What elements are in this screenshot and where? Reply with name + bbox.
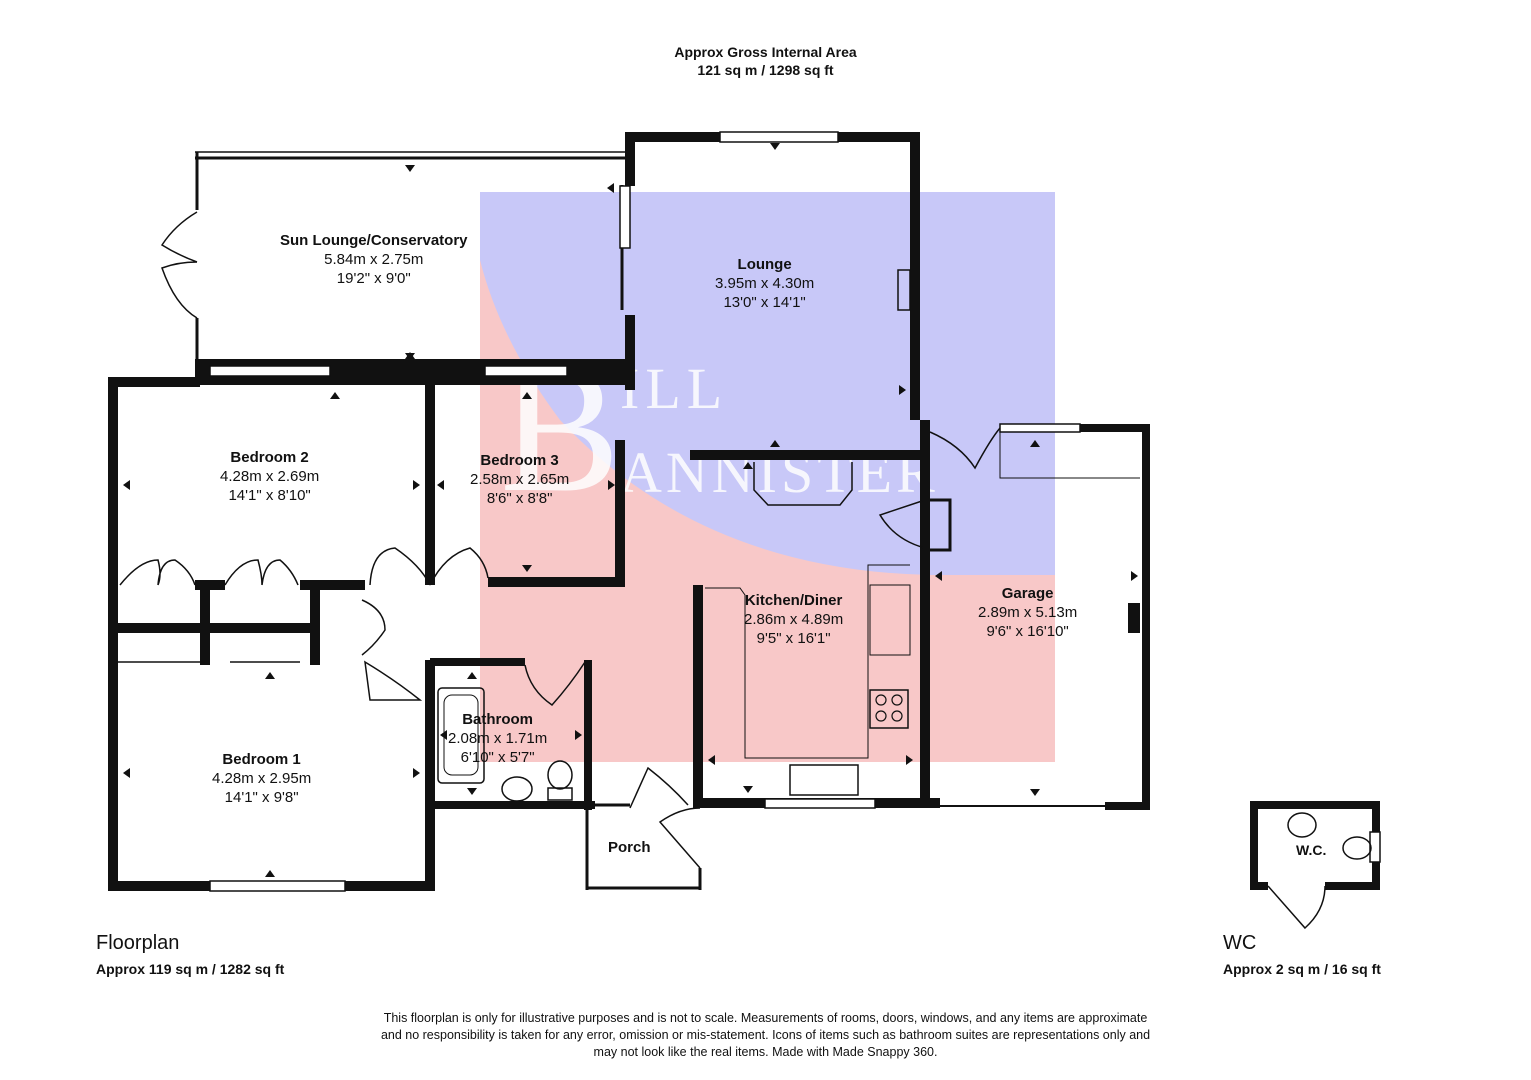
watermark-text-ill: ILL bbox=[620, 356, 728, 421]
room-name: Porch bbox=[608, 839, 651, 856]
porch-outer-door bbox=[658, 807, 701, 869]
dimension-markers bbox=[123, 143, 1138, 877]
room-label-bedroom3: Bedroom 3 2.58m x 2.65m 8'6" x 8'8" bbox=[470, 451, 569, 508]
floorplan-area: Approx 119 sq m / 1282 sq ft bbox=[96, 961, 285, 977]
lounge-side-window bbox=[619, 185, 631, 249]
room-imperial: 9'6" x 16'10" bbox=[986, 623, 1069, 640]
room-name: Sun Lounge/Conservatory bbox=[280, 232, 468, 249]
watermark-text-annister: ANNISTER bbox=[620, 440, 939, 505]
bedroom1-door bbox=[364, 660, 423, 701]
room-label-bedroom1: Bedroom 1 4.28m x 2.95m 14'1" x 9'8" bbox=[212, 750, 311, 807]
kitchen-window bbox=[764, 798, 876, 809]
room-label-garage: Garage 2.89m x 5.13m 9'6" x 16'10" bbox=[978, 584, 1077, 641]
garage-window bbox=[999, 423, 1081, 433]
walls bbox=[108, 131, 1381, 930]
gross-area-title: Approx Gross Internal Area bbox=[674, 44, 857, 60]
room-label-bedroom2: Bedroom 2 4.28m x 2.69m 14'1" x 8'10" bbox=[220, 448, 319, 505]
room-metric: 4.28m x 2.95m bbox=[212, 770, 312, 787]
porch-inner-door bbox=[629, 766, 689, 809]
bathtub bbox=[437, 687, 485, 784]
room-imperial: 19'2" x 9'0" bbox=[336, 270, 411, 287]
disclaimer: This floorplan is only for illustrative … bbox=[300, 1010, 1231, 1061]
disclaimer-line-1: This floorplan is only for illustrative … bbox=[383, 1011, 1148, 1025]
fridge bbox=[869, 584, 911, 656]
wc-caption: WC Approx 2 sq m / 16 sq ft bbox=[1223, 932, 1381, 977]
room-imperial: 9'5" x 16'1" bbox=[756, 630, 831, 647]
bedroom2-window bbox=[209, 365, 331, 377]
porch-walls bbox=[585, 803, 702, 890]
room-label-lounge: Lounge 3.95m x 4.30m 13'0" x 14'1" bbox=[715, 255, 814, 312]
room-name: Bedroom 1 bbox=[222, 751, 301, 768]
lounge-bay bbox=[753, 462, 853, 506]
room-label-kitchen: Kitchen/Diner 2.86m x 4.89m 9'5" x 16'1" bbox=[744, 591, 843, 648]
floorplan-caption: Floorplan Approx 119 sq m / 1282 sq ft bbox=[96, 932, 284, 977]
room-name: Bedroom 2 bbox=[230, 449, 309, 466]
room-metric: 2.86m x 4.89m bbox=[744, 611, 844, 628]
room-name: W.C. bbox=[1296, 842, 1327, 858]
brand-watermark: B ILL ANNISTER bbox=[480, 192, 1055, 762]
bathroom-basin bbox=[501, 776, 533, 802]
disclaimer-line-3: may not look like the real items. Made w… bbox=[593, 1045, 938, 1059]
room-metric: 2.08m x 1.71m bbox=[448, 730, 548, 747]
bedroom3-door bbox=[429, 547, 489, 586]
floorplan-title: Floorplan bbox=[96, 932, 180, 954]
room-metric: 5.84m x 2.75m bbox=[324, 251, 424, 268]
room-metric: 4.28m x 2.69m bbox=[220, 468, 320, 485]
room-metric: 3.95m x 4.30m bbox=[715, 275, 815, 292]
wc-title: WC bbox=[1223, 932, 1257, 954]
gross-area-header: Approx Gross Internal Area 121 sq m / 12… bbox=[0, 43, 1531, 79]
wc-basin bbox=[1287, 812, 1317, 838]
room-name: Lounge bbox=[737, 256, 792, 273]
room-imperial: 13'0" x 14'1" bbox=[723, 294, 806, 311]
kitchen-worktop bbox=[705, 564, 910, 759]
cupboard-doors bbox=[361, 599, 386, 656]
room-metric: 2.58m x 2.65m bbox=[470, 471, 570, 488]
room-label-bathroom: Bathroom 2.08m x 1.71m 6'10" x 5'7" bbox=[448, 710, 547, 767]
conservatory-door-upper bbox=[160, 211, 198, 263]
bedroom2-door bbox=[369, 547, 431, 586]
hob bbox=[869, 689, 909, 729]
room-name: Kitchen/Diner bbox=[744, 592, 843, 609]
wc-area: Approx 2 sq m / 16 sq ft bbox=[1223, 961, 1381, 977]
room-name: Bedroom 3 bbox=[480, 452, 559, 469]
wardrobe-doors-left bbox=[119, 559, 196, 586]
bedroom3-window bbox=[484, 365, 568, 377]
wardrobe-doors-right bbox=[224, 559, 299, 586]
room-imperial: 14'1" x 9'8" bbox=[224, 789, 299, 806]
lounge-window bbox=[719, 131, 839, 143]
wc-window bbox=[1369, 831, 1381, 863]
bathroom-toilet bbox=[547, 760, 573, 790]
bathroom-walls bbox=[430, 658, 595, 810]
boiler-cupboard bbox=[923, 498, 952, 552]
room-imperial: 6'10" x 5'7" bbox=[460, 749, 535, 766]
garage-door bbox=[929, 427, 1001, 470]
room-label-sun-lounge: Sun Lounge/Conservatory 5.84m x 2.75m 19… bbox=[280, 231, 468, 288]
room-metric: 2.89m x 5.13m bbox=[978, 604, 1078, 621]
wc-door bbox=[1267, 885, 1326, 930]
conservatory-door-lower bbox=[161, 261, 198, 319]
room-name: Bathroom bbox=[462, 711, 534, 728]
fireplace bbox=[897, 269, 911, 311]
room-label-porch: Porch bbox=[608, 838, 651, 857]
room-imperial: 8'6" x 8'8" bbox=[486, 490, 553, 507]
gross-area-value: 121 sq m / 1298 sq ft bbox=[697, 62, 834, 78]
disclaimer-line-2: and no responsibility is taken for any e… bbox=[380, 1028, 1151, 1042]
garage-walls bbox=[940, 424, 1150, 810]
room-label-wc: W.C. bbox=[1296, 841, 1326, 860]
garage-unit bbox=[1128, 603, 1140, 633]
bedroom1-window bbox=[209, 880, 346, 892]
room-imperial: 14'1" x 8'10" bbox=[228, 487, 311, 504]
wc-toilet bbox=[1342, 836, 1372, 860]
bathroom-door bbox=[524, 661, 586, 706]
room-name: Garage bbox=[1001, 585, 1054, 602]
kitchen-sink bbox=[789, 764, 859, 796]
